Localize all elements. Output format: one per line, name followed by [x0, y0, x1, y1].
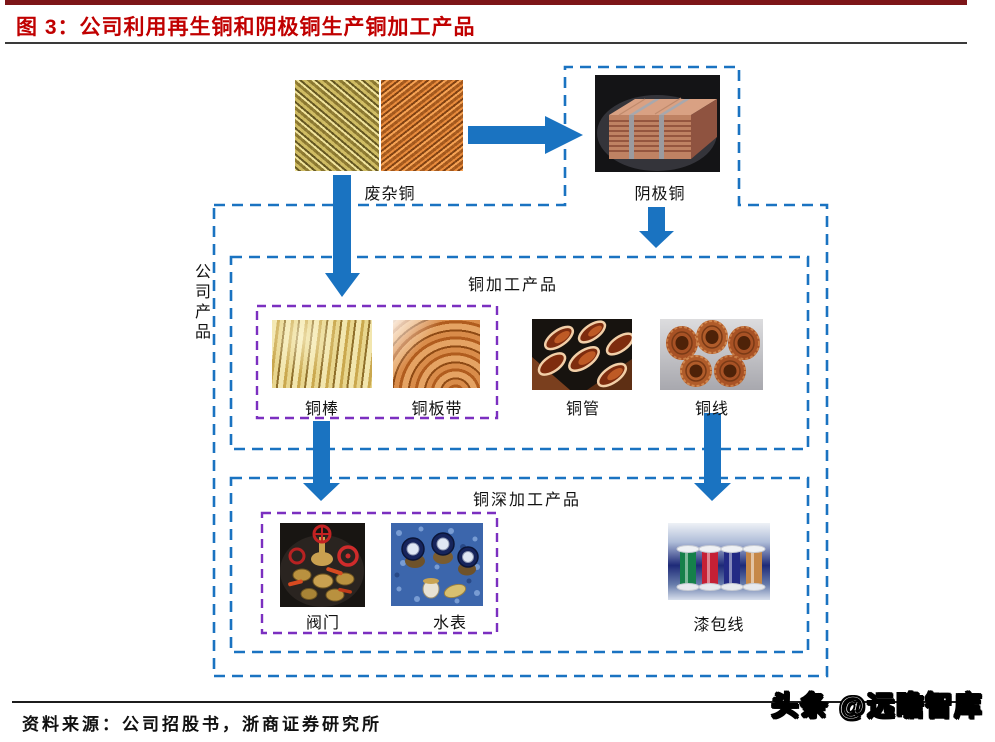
- copper-strip-photo: [393, 320, 480, 388]
- scrap-brass-photo: [295, 80, 379, 171]
- copper-tube-photo: [532, 319, 632, 390]
- watermark: 头条 @远瞻智库: [770, 690, 983, 722]
- arrow-wire-to-enameled: [694, 413, 731, 501]
- arrow-scrap-to-cathode: [468, 116, 583, 154]
- valves-photo: [280, 523, 365, 607]
- arrow-scrap-to-processing: [325, 175, 360, 297]
- cathode-copper-photo: [595, 75, 720, 172]
- water-meter-label: 水表: [432, 615, 468, 632]
- top-accent-bar: [5, 0, 967, 5]
- company-products-box: [212, 65, 829, 678]
- figure-title: 图 3：公司利用再生铜和阴极铜生产铜加工产品: [16, 16, 476, 39]
- copper-wire-label: 铜线: [694, 401, 730, 418]
- copper-tube-label: 铜管: [565, 401, 601, 418]
- water-meter-photo: [391, 523, 483, 606]
- deep-processing-group-label: 铜深加工产品: [472, 492, 582, 509]
- company-products-side-label: 公司产品: [192, 263, 209, 343]
- enameled-wire-label: 漆包线: [693, 617, 745, 634]
- source-note: 资料来源：公司招股书，浙商证券研究所: [22, 715, 382, 734]
- processing-group-label: 铜加工产品: [467, 277, 559, 294]
- copper-rod-photo: [272, 320, 372, 388]
- deep-processing-group-box: [229, 476, 810, 654]
- processing-group-box: [229, 255, 810, 451]
- copper-strip-label: 铜板带: [411, 401, 463, 418]
- arrow-cathode-to-processing: [639, 207, 674, 248]
- footer-divider: [12, 701, 967, 703]
- valve-meter-subgroup-box: [260, 511, 499, 635]
- rod-strip-subgroup-box: [255, 304, 499, 420]
- copper-wire-photo: [660, 319, 763, 390]
- arrow-rodstrip-to-deep: [303, 421, 340, 501]
- copper-rod-label: 铜棒: [304, 401, 340, 418]
- valve-label: 阀门: [305, 615, 341, 632]
- title-divider: [5, 42, 967, 44]
- cathode-copper-label: 阴极铜: [634, 186, 686, 203]
- scrap-copper-wire-photo: [381, 80, 463, 171]
- scrap-copper-label: 废杂铜: [364, 186, 416, 203]
- enameled-wire-photo: [668, 523, 770, 600]
